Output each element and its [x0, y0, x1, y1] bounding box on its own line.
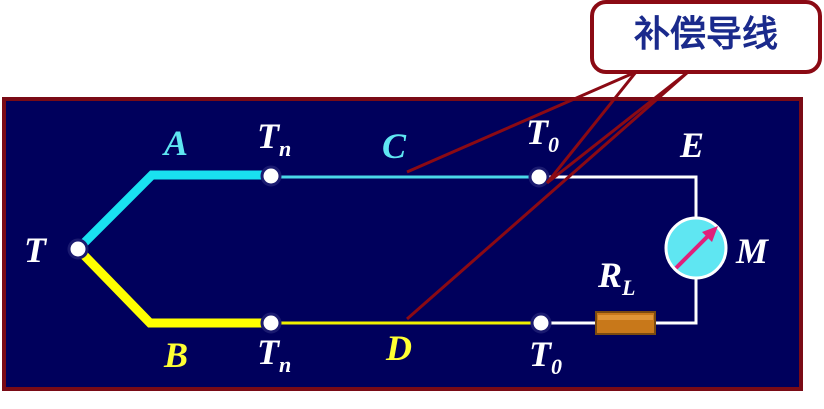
label-c: C: [382, 126, 407, 166]
wire-copper-return: [655, 278, 698, 325]
label-b: B: [163, 335, 188, 375]
meter-needle: [674, 229, 715, 270]
label-a: A: [162, 123, 188, 163]
callout-box: [590, 0, 822, 74]
label-t0-bottom: T0: [529, 334, 562, 379]
node-tn-top: [260, 165, 282, 187]
junction-nodes: [67, 165, 552, 334]
callout-leaders: [406, 70, 689, 321]
callout-text: 补偿导线: [634, 14, 778, 55]
meter-m: [664, 216, 728, 280]
node-t0-bottom: [530, 312, 552, 334]
label-tn-bottom: Tn: [257, 332, 291, 377]
wiring: [74, 170, 698, 328]
label-t0-top: T0: [526, 112, 559, 157]
meter-needle-arrow-icon: [702, 226, 718, 242]
label-tn-top: Tn: [257, 116, 291, 161]
label-m: M: [735, 231, 770, 271]
node-t0-top: [528, 166, 550, 188]
label-t: T: [24, 230, 48, 270]
labels: T A B C D E M Tn Tn T0 T0 RL: [24, 112, 770, 379]
wire-b: [74, 245, 271, 328]
label-d: D: [385, 328, 412, 368]
wire-a: [74, 170, 271, 253]
resistor-shine: [598, 315, 653, 320]
node-t: [67, 238, 89, 260]
label-rl: RL: [597, 255, 635, 300]
wire-copper-top: [539, 175, 698, 218]
node-tn-bottom: [260, 312, 282, 334]
label-e: E: [679, 125, 704, 165]
